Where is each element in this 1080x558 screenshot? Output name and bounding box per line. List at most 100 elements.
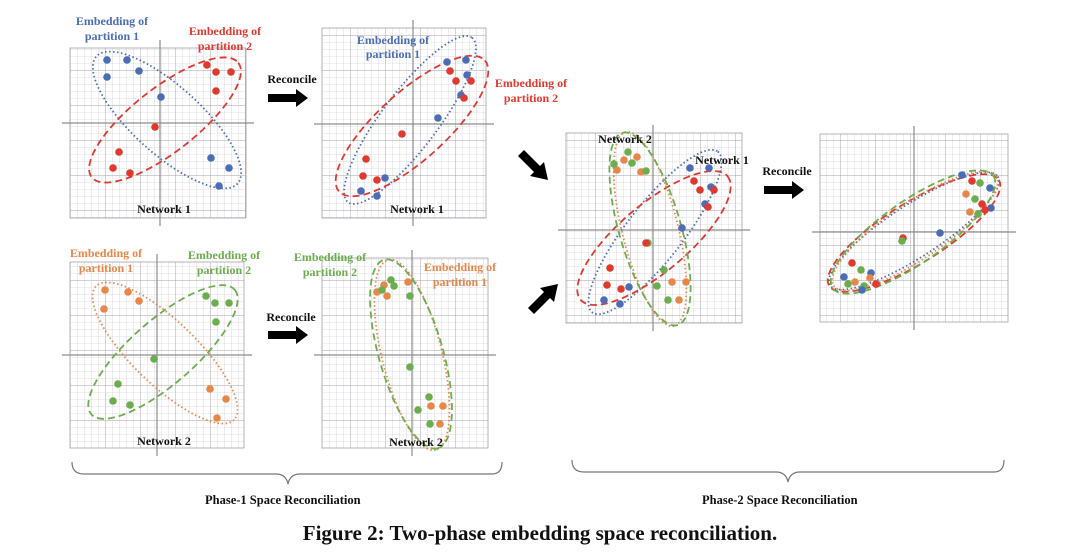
label-embedding-p1-line2: partition 1 xyxy=(433,275,487,289)
point xyxy=(359,172,367,180)
point xyxy=(443,58,451,66)
partition1-ellipse xyxy=(91,281,239,425)
point xyxy=(857,266,865,274)
label-embedding-p2-line2: partition 2 xyxy=(504,91,558,105)
net1-partition1-points xyxy=(600,164,715,308)
point xyxy=(668,278,676,286)
point xyxy=(225,164,233,172)
arrow-icon xyxy=(268,89,308,107)
point xyxy=(215,182,223,190)
point xyxy=(406,363,414,371)
point xyxy=(467,77,475,85)
point xyxy=(427,402,435,410)
point xyxy=(898,237,906,245)
point xyxy=(157,93,165,101)
point xyxy=(987,204,995,212)
point xyxy=(362,155,370,163)
grid xyxy=(565,132,743,324)
point xyxy=(653,282,661,290)
label-embedding-p1-line1: Embedding of xyxy=(357,33,430,47)
label-embedding-p2-line1: Embedding of xyxy=(495,76,568,90)
point xyxy=(135,297,143,305)
phase1-label: Phase-1 Space Reconciliation xyxy=(205,493,361,507)
point xyxy=(387,276,395,284)
point xyxy=(705,164,713,172)
reconcile-label: Reconcile xyxy=(762,164,812,178)
point xyxy=(446,67,454,75)
arrow-icon xyxy=(764,181,804,199)
label-embedding-p2-line2: partition 2 xyxy=(198,39,252,53)
net1-partition1-ellipse xyxy=(587,148,723,316)
partition1-points xyxy=(100,286,230,422)
arrow-down-right-icon xyxy=(518,150,548,180)
merged-points xyxy=(840,171,995,294)
phase2-brace xyxy=(571,459,1005,483)
point xyxy=(625,283,633,291)
point xyxy=(851,278,859,286)
point xyxy=(866,274,874,282)
reconcile-label: Reconcile xyxy=(266,310,316,324)
point xyxy=(690,177,698,185)
grid xyxy=(321,27,487,219)
point xyxy=(966,208,974,216)
point xyxy=(463,71,471,79)
point xyxy=(151,123,159,131)
point xyxy=(100,305,108,313)
grid xyxy=(321,257,489,449)
point xyxy=(664,296,672,304)
point xyxy=(962,190,970,198)
point xyxy=(678,224,686,232)
point xyxy=(222,395,230,403)
label-embedding-p2-line1: Embedding of xyxy=(294,250,367,264)
point xyxy=(203,61,211,69)
point xyxy=(978,200,986,208)
point xyxy=(968,177,976,185)
point xyxy=(212,87,220,95)
point xyxy=(406,292,414,300)
partition2-points xyxy=(109,292,233,409)
point xyxy=(704,203,712,211)
arrow-up-right-icon xyxy=(528,284,558,314)
point xyxy=(936,229,944,237)
point xyxy=(398,130,406,138)
point xyxy=(436,420,444,428)
label-embedding-p1-line2: partition 1 xyxy=(366,47,420,61)
point xyxy=(378,286,386,294)
panel-network2-after: Embedding of partition 2 Embedding of pa… xyxy=(294,250,497,456)
point xyxy=(202,292,210,300)
point xyxy=(109,164,117,172)
point xyxy=(126,401,134,409)
reconcile-arrow-phase2: Reconcile xyxy=(762,164,812,199)
point xyxy=(603,281,611,289)
net2-partition1-points xyxy=(613,153,690,304)
network-label: Network 1 xyxy=(137,202,191,216)
point xyxy=(227,68,235,76)
point xyxy=(682,278,690,286)
point xyxy=(958,171,966,179)
point xyxy=(126,169,134,177)
point xyxy=(981,206,989,214)
net2-partition2-ellipse xyxy=(829,169,997,295)
point xyxy=(986,184,994,192)
point xyxy=(211,299,219,307)
grid xyxy=(69,47,247,219)
label-embedding-p2-line1: Embedding of xyxy=(189,24,262,38)
figure-caption: Figure 2: Two-phase embedding space reco… xyxy=(302,521,778,545)
point xyxy=(357,187,365,195)
point xyxy=(460,94,468,102)
point xyxy=(135,67,143,75)
point xyxy=(610,160,618,168)
panel-network2-before: Embedding of partition 1 Embedding of pa… xyxy=(62,246,261,456)
net1-partition2-ellipse xyxy=(576,170,732,306)
label-embedding-p1-line2: partition 1 xyxy=(79,261,133,275)
point xyxy=(225,299,233,307)
point xyxy=(404,278,412,286)
point xyxy=(710,186,718,194)
panel-combined-after xyxy=(812,126,1016,330)
point xyxy=(115,148,123,156)
point xyxy=(439,402,447,410)
point xyxy=(976,179,984,187)
point xyxy=(628,159,636,167)
point xyxy=(206,385,214,393)
point xyxy=(858,286,866,294)
